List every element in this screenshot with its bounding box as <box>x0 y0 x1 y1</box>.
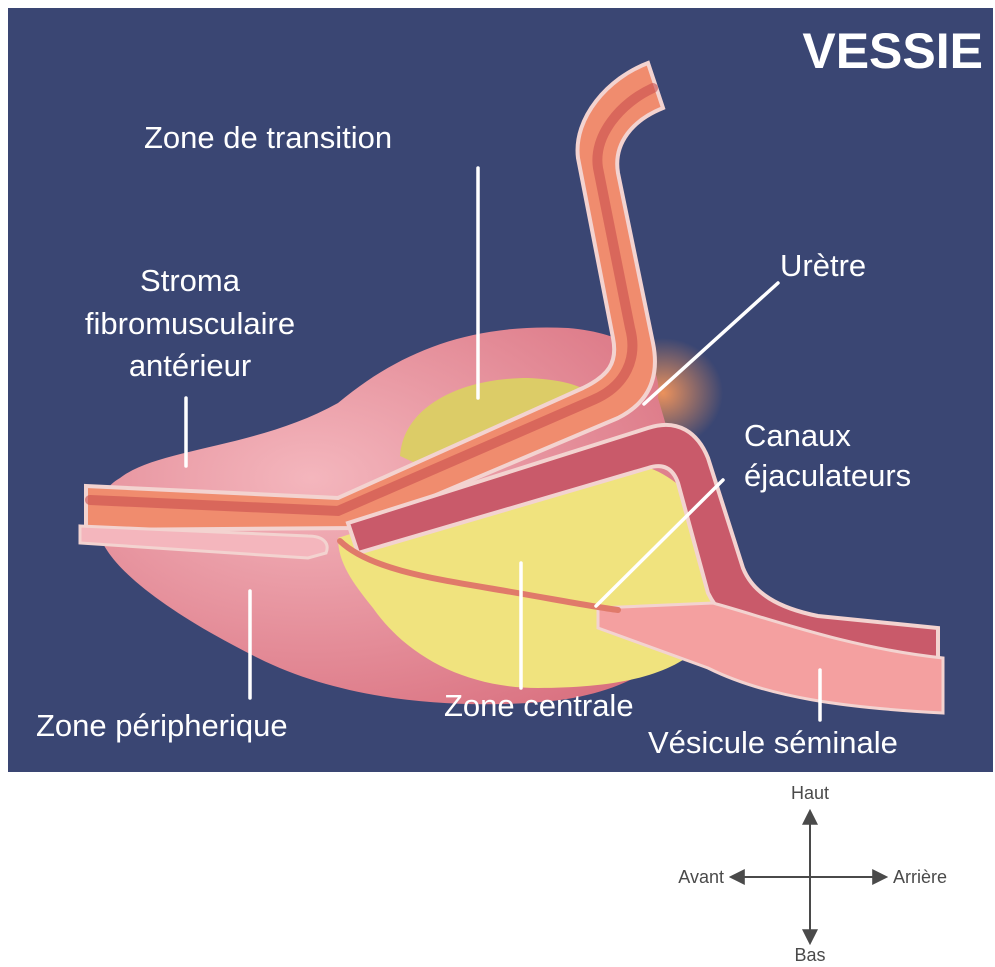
label-zone-transition: Zone de transition <box>144 120 392 155</box>
compass-back-label: Arrière <box>893 867 947 887</box>
label-vesicule-seminale: Vésicule séminale <box>648 725 898 760</box>
label-zone-peripherique: Zone péripherique <box>36 708 288 743</box>
label-stroma-1: Stroma <box>140 263 241 298</box>
label-canaux-2: éjaculateurs <box>744 458 911 493</box>
compass-front-label: Avant <box>678 867 724 887</box>
title: VESSIE <box>802 23 983 79</box>
compass-up-label: Haut <box>791 783 829 803</box>
label-canaux-1: Canaux <box>744 418 851 453</box>
compass-down-label: Bas <box>794 945 825 962</box>
prostate-diagram: VESSIE Zone de transition Stroma fibromu… <box>8 8 993 772</box>
label-stroma-3: antérieur <box>129 348 251 383</box>
label-uretre: Urètre <box>780 248 866 283</box>
label-zone-centrale: Zone centrale <box>444 688 634 723</box>
label-stroma-2: fibromusculaire <box>85 306 295 341</box>
orientation-compass: Haut Bas Avant Arrière <box>640 772 995 962</box>
